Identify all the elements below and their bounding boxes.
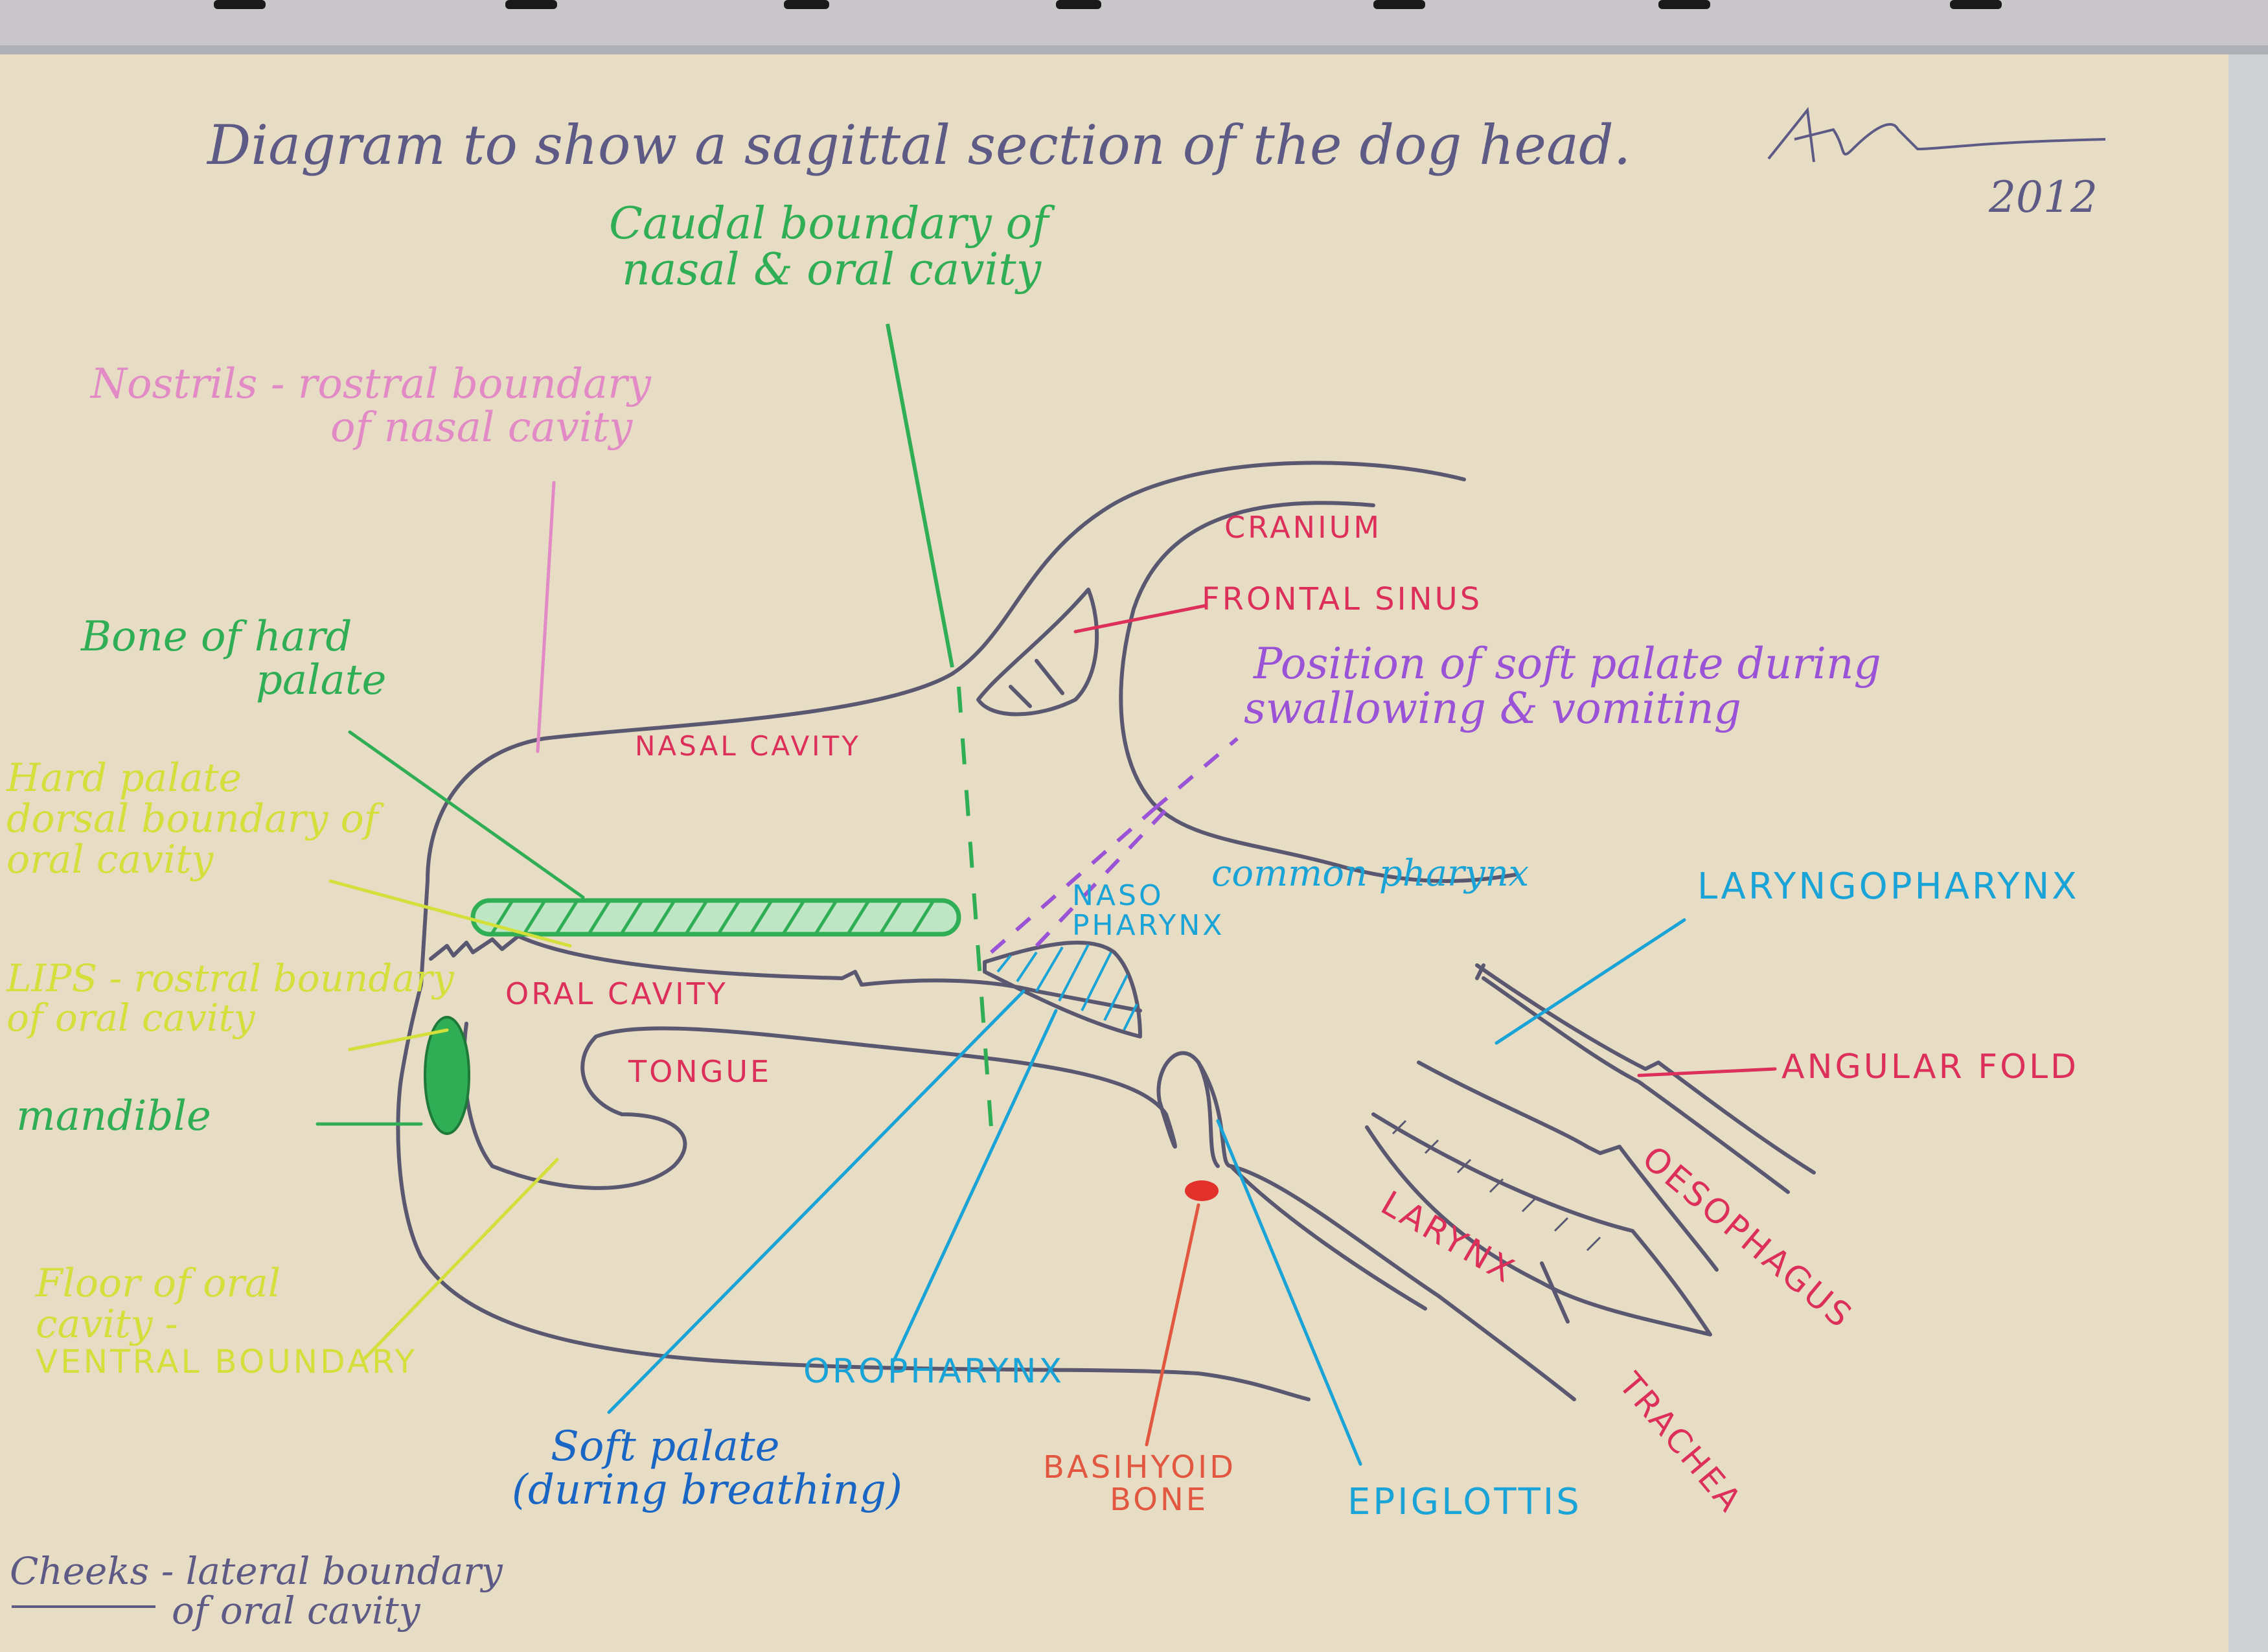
caudal-boundary-line-1: Caudal boundary of [609,198,1049,249]
soft-palate-outline [983,941,1142,1038]
basihyoid-line-1: BASIHYOID [1043,1449,1237,1486]
oropharynx-leader [892,1009,1058,1362]
larynx-outline [1365,1112,1712,1337]
oropharynx-label: OROPHARYNX [803,1352,1065,1391]
lips-label: LIPS - rostral boundary of oral cavity [6,959,454,1038]
hard-palate-line-3: oral cavity [6,837,214,882]
nostrils-leader [536,481,556,753]
tongue-label: TONGUE [628,1054,772,1089]
bone-hard-palate-line-1: Bone of hard [81,613,352,661]
soft-palate-position-line-2: swallowing & vomiting [1244,683,1741,734]
caudal-boundary-dashed [957,686,993,1128]
soft-palate-breathing-line-1: Soft palate [551,1423,780,1471]
nasopharynx-line-1: NASO [1072,879,1164,912]
cranium-label: CRANIUM [1224,510,1382,545]
nostrils-label: Nostrils - rostral boundary of nasal cav… [91,360,651,452]
right-page-edge [2228,54,2268,1652]
nasopharynx-label: NASO PHARYNX [1072,879,1225,943]
common-pharynx-label: common pharynx [1211,853,1529,895]
oral-cavity-label: ORAL CAVITY [505,976,728,1011]
binder-strip [0,0,2268,45]
bone-hard-palate-leader [348,730,585,899]
basihyoid-label: BASIHYOID BONE [1043,1451,1236,1517]
tongue-outline [462,1022,1220,1190]
hard-palate-label: Hard palate dorsal boundary of oral cavi… [6,758,378,880]
mandible-bone [424,1016,470,1135]
laryngopharynx-leader [1495,918,1686,1045]
lips-leader [348,1028,449,1051]
frontal-sinus-outline [976,588,1099,717]
epiglottis-leader [1216,1119,1362,1466]
binder-edge [0,45,2268,54]
signature [1767,107,2106,163]
lower-jaw-outline [1197,1061,1576,1401]
signature-year: 2012 [1989,172,2098,222]
soft-palate-breathing-label: Soft palate (during breathing) [512,1425,902,1512]
floor-oral-cavity-label: Floor of oral cavity - VENTRAL BOUNDARY [36,1263,417,1379]
floor-leader [361,1158,559,1362]
nostrils-line-1: Nostrils - rostral boundary [91,360,651,408]
nasopharynx-line-2: PHARYNX [1072,909,1225,943]
floor-line-1: Floor of oral [36,1261,281,1306]
skull-contour [1119,501,1518,883]
frontal-sinus-label: FRONTAL SINUS [1202,581,1483,617]
floor-line-2: cavity - [36,1302,178,1347]
lips-line-2: of oral cavity [6,995,255,1040]
mandible-label: mandible [16,1092,211,1140]
bone-hard-palate-label: Bone of hard palate [81,615,386,702]
angular-fold-label: ANGULAR FOLD [1781,1048,2079,1086]
nostrils-line-2: of nasal cavity [330,404,633,452]
larynx-hatch [1392,1119,1601,1252]
caudal-boundary-line-2: nasal & oral cavity [622,244,1042,296]
hard-palate-bone [470,898,961,937]
basihyoid-dot [1185,1180,1219,1201]
head-outline [396,461,1466,1401]
hard-palate-leader [328,879,572,948]
laryngopharynx-label: LARYNGOPHARYNX [1697,866,2079,908]
throat-outline [1229,1164,1427,1311]
soft-palate-hatch [996,944,1138,1031]
frontal-sinus-strut [1009,659,1064,708]
trachea-outline [1417,1061,1719,1324]
swallowing-palate-lines [990,737,1239,954]
cheeks-label: Cheeks - lateral boundary of oral cavity [10,1552,503,1631]
basihyoid-leader [1145,1203,1200,1447]
nasal-cavity-label: NASAL CAVITY [635,730,861,762]
hard-palate-line-2: dorsal boundary of [6,796,379,842]
frontal-sinus-leader [1073,604,1207,634]
cheeks-word: Cheeks [10,1549,150,1593]
lips-line-1: LIPS - rostral boundary [6,956,454,1000]
soft-palate-position-line-1: Position of soft palate during [1254,639,1881,689]
floor-line-3: VENTRAL BOUNDARY [36,1343,418,1381]
angular-fold-leader [1637,1067,1777,1077]
bone-hard-palate-line-2: palate [256,656,387,705]
caudal-boundary-leader [886,323,954,668]
soft-palate-breathing-leader [607,989,1025,1414]
cheeks-line-1: - lateral boundary [161,1549,503,1593]
epiglottis-label: EPIGLOTTIS [1347,1481,1582,1523]
basihyoid-line-2: BONE [1109,1482,1209,1519]
hard-palate-line-1: Hard palate [6,755,242,801]
diagram-title: Diagram to show a sagittal section of th… [207,113,1631,177]
binder-holes [214,0,2002,9]
soft-palate-position-label: Position of soft palate during swallowin… [1244,641,1881,731]
palate-underside [429,934,1142,1013]
hard-palate-hatch [490,901,935,934]
caudal-boundary-label: Caudal boundary of nasal & oral cavity [609,201,1049,293]
oesophagus-outline [1475,963,1816,1194]
soft-palate-breathing-line-2: (during breathing) [512,1466,902,1515]
cheeks-line-2: of oral cavity [172,1588,420,1633]
